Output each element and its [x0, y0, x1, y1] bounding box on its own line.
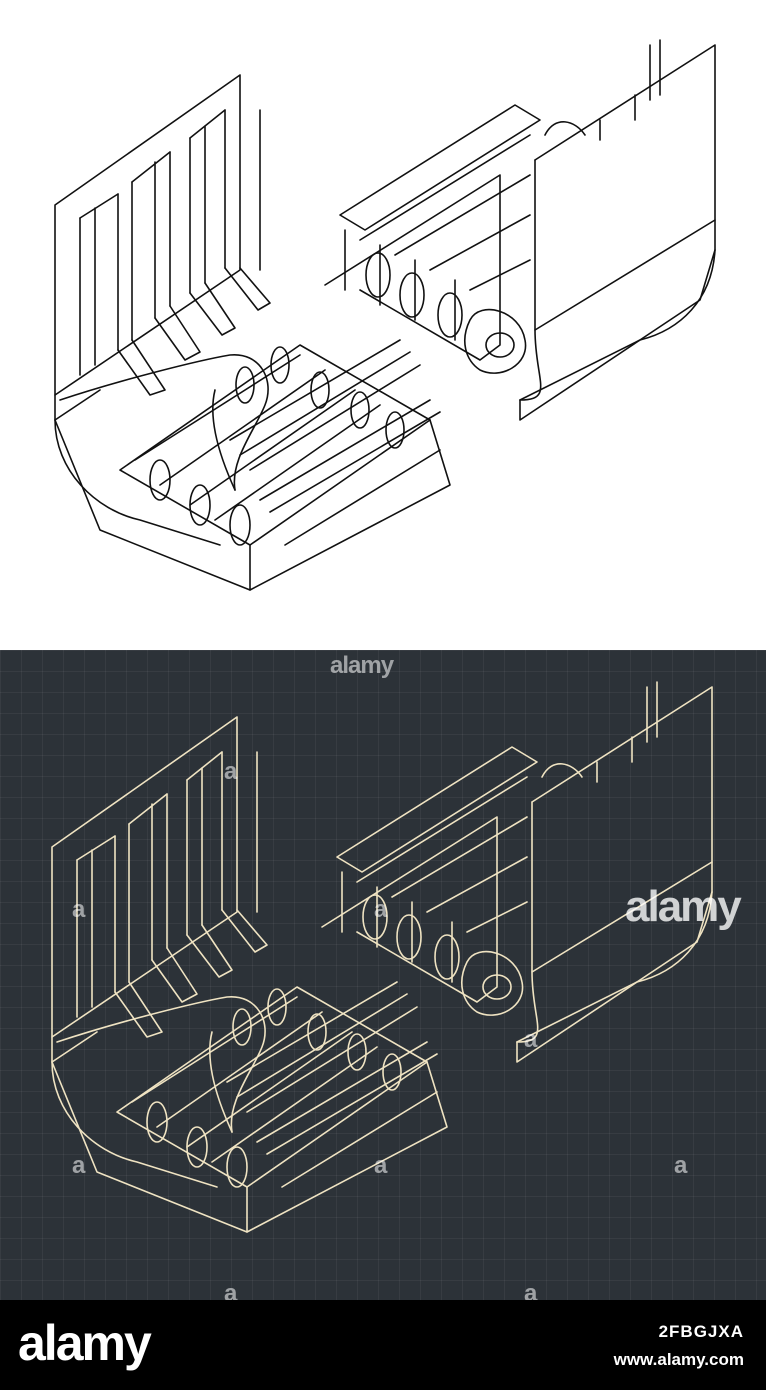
watermark-mark: a: [72, 896, 86, 923]
watermark-center: alamy: [625, 882, 742, 931]
isometric-drawing-light: [54, 39, 716, 591]
watermark-mark: a: [374, 1152, 388, 1179]
footer-bar: alamy 2FBGJXA www.alamy.com: [0, 1300, 766, 1390]
watermark-mark: a: [524, 1026, 538, 1053]
image-id: 2FBGJXA: [658, 1322, 744, 1341]
watermark-mark: a: [524, 1280, 538, 1300]
dark-blueprint-panel: alamy alamy a a a a a a a a a: [0, 650, 766, 1300]
watermark-mark: a: [224, 758, 238, 785]
alamy-logo: alamy: [18, 1315, 152, 1371]
watermark-mark: a: [224, 1280, 238, 1300]
isometric-drawing-dark: [51, 681, 713, 1233]
watermark-mark: a: [72, 1152, 86, 1179]
blueprint-grid: [0, 650, 766, 1300]
light-blueprint-panel: [0, 0, 766, 650]
watermark-top: alamy: [330, 652, 394, 679]
watermark-mark: a: [374, 896, 388, 923]
site-url: www.alamy.com: [613, 1350, 744, 1369]
watermark-mark: a: [674, 1152, 688, 1179]
